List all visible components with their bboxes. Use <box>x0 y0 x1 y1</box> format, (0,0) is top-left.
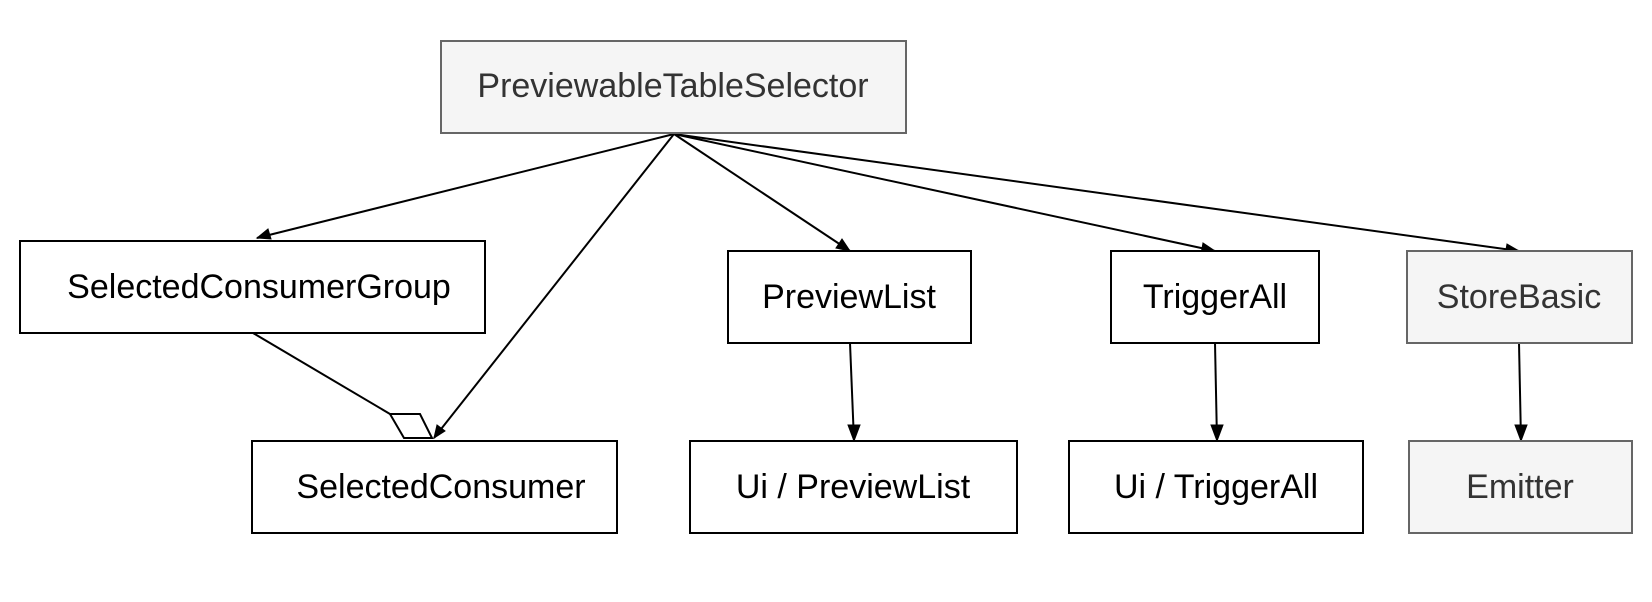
edge-selector-to-selected-consumer-group <box>255 133 675 240</box>
edge-selected-consumer-group-aggregates-selected-consumer <box>252 332 434 439</box>
edge-selector-to-preview-list <box>673 133 852 252</box>
nodes: PreviewableTableSelector SelectedConsume… <box>19 40 1633 534</box>
node-label: TriggerAll <box>1143 278 1287 316</box>
node-ui-trigger-all[interactable]: Ui / TriggerAll <box>1068 440 1364 534</box>
node-label: PreviewableTableSelector <box>477 67 868 105</box>
edge-selector-to-store-basic <box>673 133 1521 256</box>
arrowhead <box>1514 424 1528 443</box>
arrowhead <box>1210 424 1224 443</box>
arrowhead <box>255 228 272 240</box>
edge-trigger-all-to-ui-trigger-all <box>1210 342 1224 443</box>
node-label: SelectedConsumer <box>296 468 585 506</box>
aggregation-diamond-icon <box>388 413 434 439</box>
edge-preview-list-to-ui-preview-list <box>847 342 861 443</box>
node-selected-consumer[interactable]: SelectedConsumer <box>251 440 618 534</box>
node-emitter[interactable]: Emitter <box>1408 440 1633 534</box>
node-label: StoreBasic <box>1437 278 1601 316</box>
node-previewable-table-selector[interactable]: PreviewableTableSelector <box>440 40 907 134</box>
arrowhead <box>433 424 446 440</box>
node-ui-preview-list[interactable]: Ui / PreviewList <box>689 440 1018 534</box>
edge-selector-to-selected-consumer <box>433 133 675 440</box>
node-label: Emitter <box>1466 468 1574 506</box>
arrowhead <box>847 424 861 443</box>
node-label: Ui / PreviewList <box>736 468 971 506</box>
edge-selector-to-trigger-all <box>673 133 1217 255</box>
node-label: PreviewList <box>762 278 936 316</box>
edge-store-basic-to-emitter <box>1514 342 1528 443</box>
arrowhead <box>835 238 852 252</box>
node-label: SelectedConsumerGroup <box>67 268 451 306</box>
node-selected-consumer-group[interactable]: SelectedConsumerGroup <box>19 240 486 334</box>
node-label: Ui / TriggerAll <box>1114 468 1318 506</box>
node-preview-list[interactable]: PreviewList <box>727 250 972 344</box>
node-store-basic[interactable]: StoreBasic <box>1406 250 1633 344</box>
node-trigger-all[interactable]: TriggerAll <box>1110 250 1320 344</box>
